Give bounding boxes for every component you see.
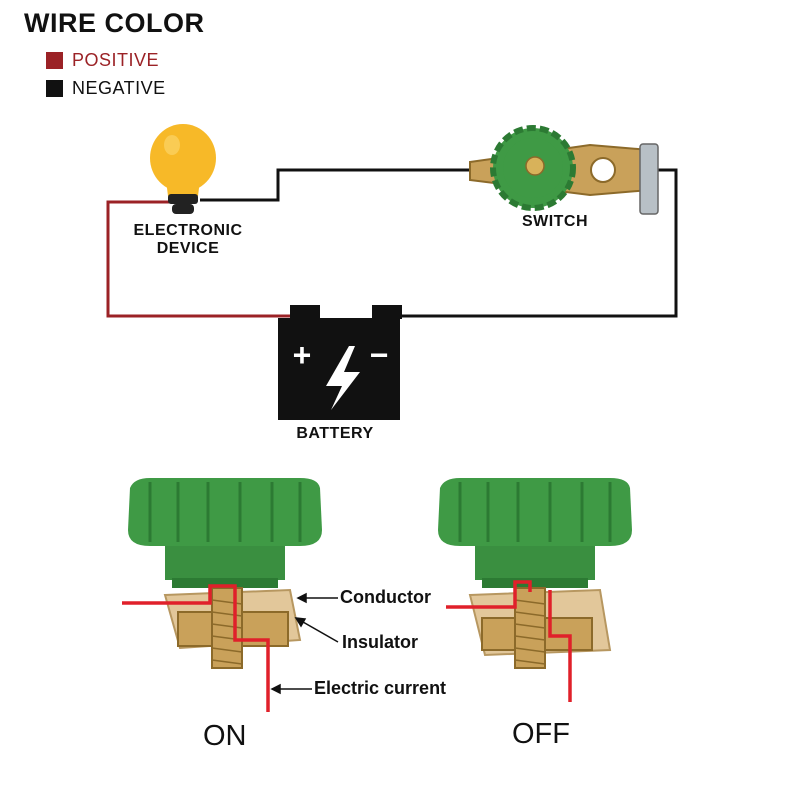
legend-negative-label: NEGATIVE xyxy=(72,78,166,98)
legend-positive-label: POSITIVE xyxy=(72,50,160,70)
legend-title: WIRE COLOR xyxy=(24,8,205,38)
negative-swatch xyxy=(46,80,63,97)
on-knob-icon xyxy=(128,478,322,588)
off-current-path-b xyxy=(548,590,572,702)
negative-wire-top xyxy=(200,168,472,202)
device-label-line2: DEVICE xyxy=(156,240,220,257)
battery-label: BATTERY xyxy=(296,425,374,442)
off-conductor-icon xyxy=(468,587,612,669)
insulator-callout: Insulator xyxy=(342,632,419,652)
battery-minus-sign: − xyxy=(369,337,389,373)
switch-icon xyxy=(469,125,659,215)
negative-wire-right xyxy=(400,168,678,318)
current-callout: Electric current xyxy=(314,678,447,698)
positive-swatch xyxy=(46,52,63,69)
device-label-line1: ELECTRONIC xyxy=(133,222,243,239)
on-current-path xyxy=(122,584,270,712)
on-state-label: ON xyxy=(203,720,247,752)
battery-plus-sign: + xyxy=(292,337,312,373)
device-label: ELECTRONIC DEVICE xyxy=(108,222,268,258)
off-knob-icon xyxy=(438,478,632,588)
conductor-callout: Conductor xyxy=(340,587,431,607)
switch-label: SWITCH xyxy=(521,213,589,230)
off-state-label: OFF xyxy=(512,718,570,750)
on-conductor-icon xyxy=(163,587,302,669)
legend-item-positive: POSITIVE xyxy=(46,50,159,71)
legend-item-negative: NEGATIVE xyxy=(46,78,166,99)
battery-icon xyxy=(278,305,402,420)
positive-wire xyxy=(106,200,300,318)
bulb-icon xyxy=(150,124,216,214)
off-current-path-a xyxy=(446,580,532,609)
